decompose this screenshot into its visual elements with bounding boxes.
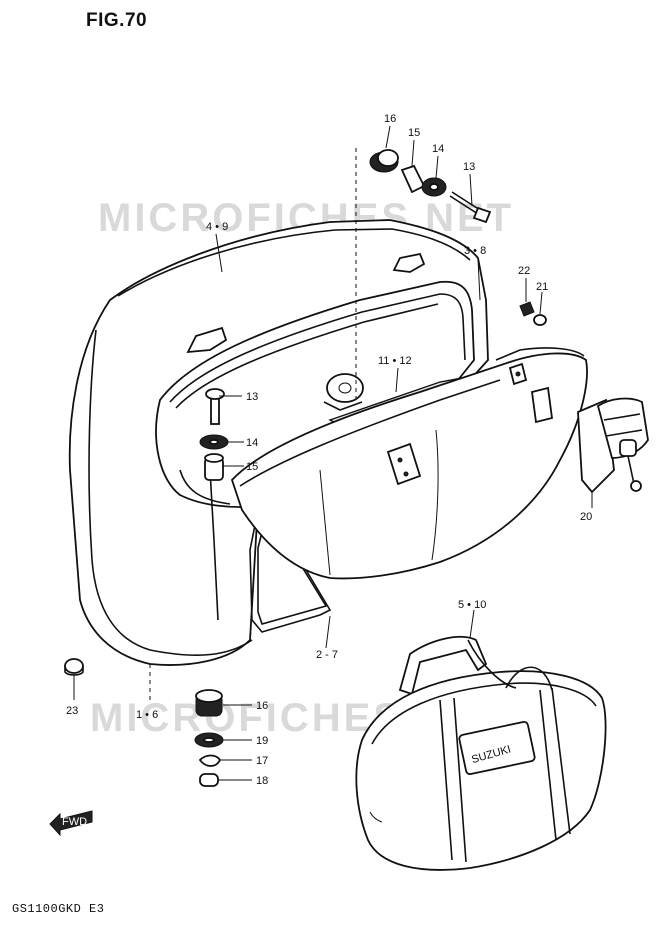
- callout-2-7: 2 - 7: [316, 649, 338, 661]
- figure-title: FIG.70: [86, 10, 148, 31]
- callout-15-top: 15: [408, 127, 420, 139]
- callout-15-mid: 15: [246, 461, 258, 473]
- saddlebag-case: [68, 219, 489, 666]
- small-parts-21-22: [519, 301, 547, 326]
- callout-13-top: 13: [463, 161, 475, 173]
- callout-14-top: 14: [432, 143, 444, 155]
- callout-4-9: 4 • 9: [206, 221, 228, 233]
- saddlebag-lid: [230, 347, 588, 580]
- callout-18: 18: [256, 775, 268, 787]
- inner-fastener-stack: [199, 388, 229, 481]
- callout-16-top: 16: [384, 113, 396, 125]
- callout-17: 17: [256, 755, 268, 767]
- grommet-23: [64, 658, 84, 676]
- callout-21: 21: [536, 281, 548, 293]
- inner-bag: SUZUKI: [355, 636, 607, 871]
- callout-labels: 4 • 9 16 15 14 13 3 • 8 22 21 11 • 12 13…: [66, 113, 592, 787]
- callout-3-8: 3 • 8: [464, 245, 486, 257]
- callout-11-12: 11 • 12: [378, 355, 412, 367]
- upper-fastener-stack: [355, 148, 492, 400]
- fwd-label: FWD: [62, 816, 87, 828]
- callout-19: 19: [256, 735, 268, 747]
- callout-14-mid: 14: [246, 437, 258, 449]
- fwd-arrow-icon: FWD: [49, 810, 93, 837]
- callout-16-bottom: 16: [256, 700, 268, 712]
- callout-13-mid: 13: [246, 391, 258, 403]
- callout-22: 22: [518, 265, 530, 277]
- callout-1-6: 1 • 6: [136, 709, 158, 721]
- callout-23: 23: [66, 705, 78, 717]
- lower-fastener-stack: [149, 664, 224, 787]
- leader-lines: [73, 125, 593, 781]
- latch-assembly: [577, 397, 649, 494]
- model-code-footer: GS1100GKD E3: [12, 902, 105, 916]
- callout-5-10: 5 • 10: [458, 599, 486, 611]
- callout-20: 20: [580, 511, 592, 523]
